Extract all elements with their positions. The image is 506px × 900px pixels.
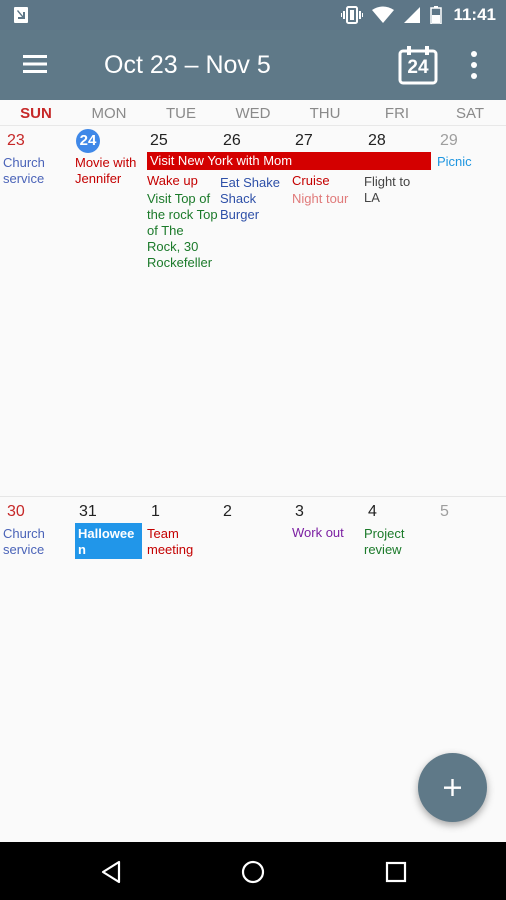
date-range-title[interactable]: Oct 23 – Nov 5 xyxy=(104,51,271,79)
week-divider xyxy=(0,496,506,497)
signal-icon xyxy=(404,7,421,23)
event-wake-up[interactable]: Wake up xyxy=(147,173,198,188)
back-icon[interactable] xyxy=(98,858,126,886)
calendar-today-button[interactable]: 24 xyxy=(397,45,439,85)
home-icon[interactable] xyxy=(239,858,267,886)
date-number[interactable]: 27 xyxy=(295,132,313,149)
event-movie[interactable]: Movie with Jennifer xyxy=(75,155,137,186)
multi-day-event-banner[interactable]: Visit New York with Mom xyxy=(147,152,431,170)
event-night-tour[interactable]: Night tour xyxy=(292,191,349,206)
date-number[interactable]: 23 xyxy=(7,132,25,149)
notification-icon xyxy=(14,7,28,23)
event-picnic[interactable]: Picnic xyxy=(437,154,472,169)
date-number[interactable]: 2 xyxy=(223,503,232,520)
add-event-button[interactable] xyxy=(418,753,487,822)
event-cruise[interactable]: Cruise xyxy=(292,173,330,188)
event-team-meeting[interactable]: Team meeting xyxy=(147,526,194,557)
today-date-label: 24 xyxy=(407,57,429,78)
vibrate-icon xyxy=(341,6,364,24)
date-number[interactable]: 28 xyxy=(368,132,386,149)
wifi-icon xyxy=(372,6,395,23)
event-halloween[interactable]: Halloween xyxy=(75,523,142,559)
add-icon xyxy=(444,779,461,796)
event-church-service[interactable]: Church service xyxy=(3,526,45,557)
event-work-out[interactable]: Work out xyxy=(292,525,344,540)
date-number[interactable]: 26 xyxy=(223,132,241,149)
date-number[interactable]: 25 xyxy=(150,132,168,149)
weekday-thu: THU xyxy=(309,105,341,122)
more-vert-icon[interactable] xyxy=(464,50,484,80)
hamburger-menu-icon[interactable] xyxy=(20,52,50,76)
date-number[interactable]: 1 xyxy=(151,503,160,520)
date-number[interactable]: 3 xyxy=(295,503,304,520)
date-number[interactable]: 30 xyxy=(7,503,25,520)
battery-icon xyxy=(430,6,443,24)
weekday-mon: MON xyxy=(91,105,127,122)
status-time: 11:41 xyxy=(453,5,496,24)
weekday-tue: TUE xyxy=(166,105,196,122)
weekday-wed: WED xyxy=(235,105,271,122)
recents-icon[interactable] xyxy=(382,858,410,886)
status-bar: 11:41 xyxy=(0,0,506,30)
week-row-1[interactable]: 23 24 25 26 27 28 29 Visit New York with… xyxy=(0,127,506,496)
event-church-service[interactable]: Church service xyxy=(3,155,45,186)
calendar-today-icon xyxy=(398,46,438,85)
system-nav-bar xyxy=(0,842,506,900)
date-number[interactable]: 31 xyxy=(79,503,97,520)
app-bar: Oct 23 – Nov 5 24 xyxy=(0,30,506,100)
weekday-sun: SUN xyxy=(20,105,52,122)
weekday-header: SUN MON TUE WED THU FRI SAT xyxy=(0,100,506,126)
week-row-2[interactable]: 30 31 1 2 3 4 5 Church service Halloween… xyxy=(0,497,506,842)
today-date-number[interactable]: 24 xyxy=(76,129,100,153)
event-project-review[interactable]: Project review xyxy=(364,526,405,557)
date-number[interactable]: 29 xyxy=(440,132,458,149)
event-shake-shack[interactable]: Eat Shake Shack Burger xyxy=(220,175,280,222)
event-top-of-rock[interactable]: Visit Top of the rock Top of The Rock, 3… xyxy=(147,191,218,270)
date-number[interactable]: 5 xyxy=(440,503,449,520)
weekday-fri: FRI xyxy=(384,105,410,122)
weekday-sat: SAT xyxy=(455,105,485,122)
date-number[interactable]: 4 xyxy=(368,503,377,520)
event-flight[interactable]: Flight to LA xyxy=(364,174,411,205)
